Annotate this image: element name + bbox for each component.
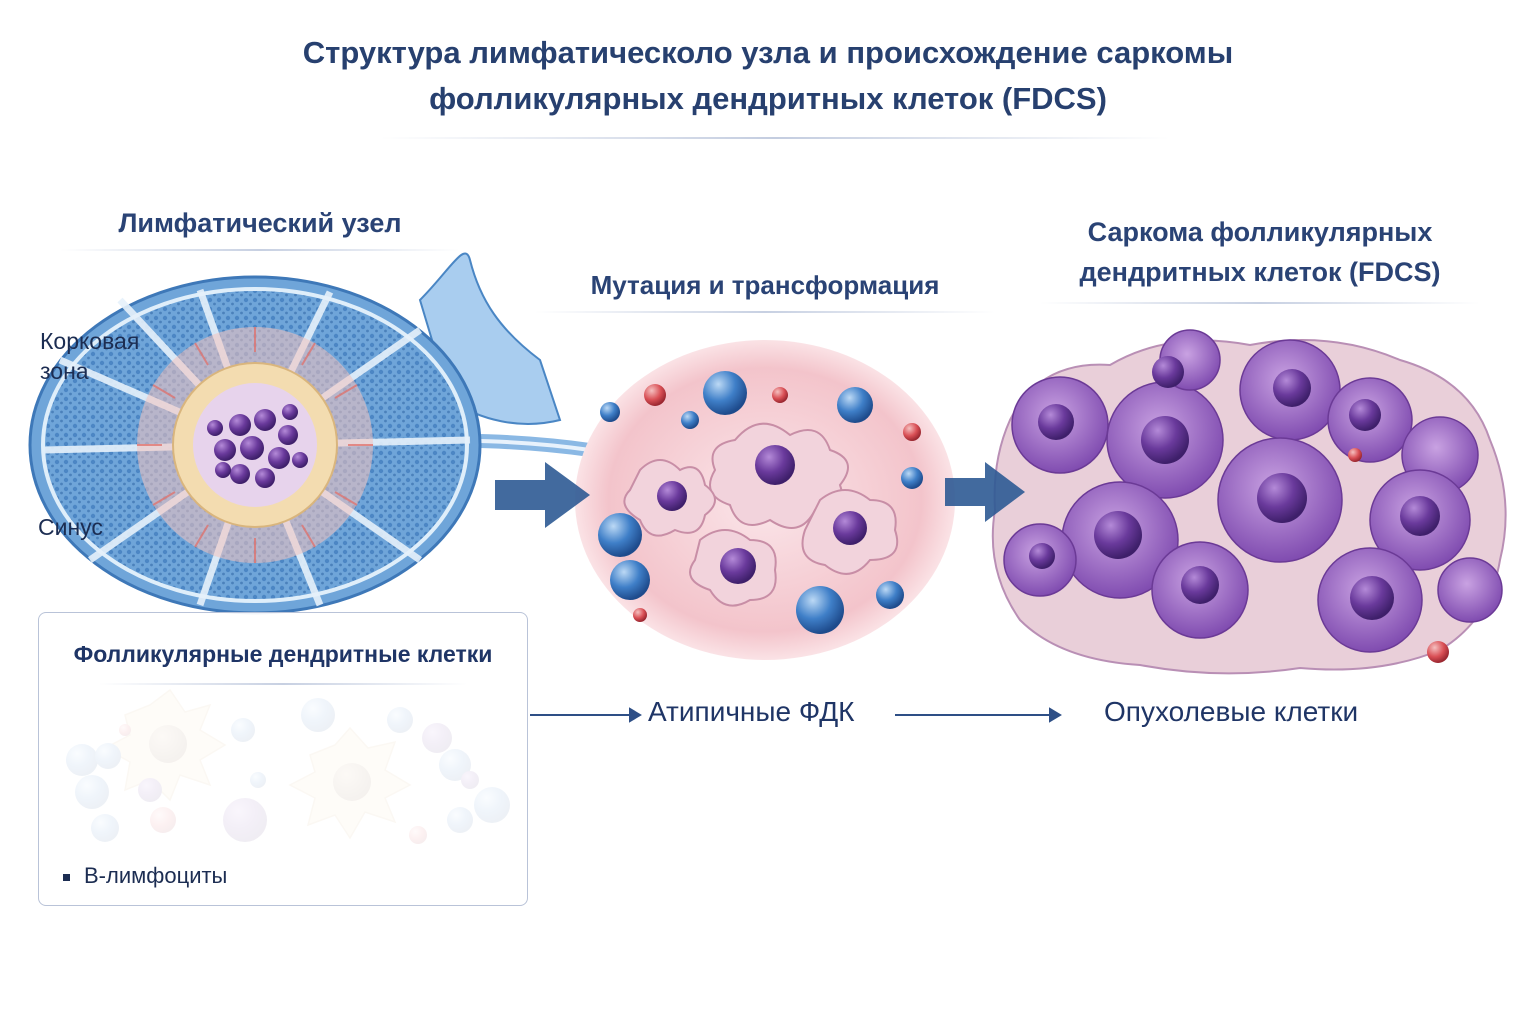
atypical-fdc-label: Атипичные ФДК bbox=[648, 696, 855, 727]
bullet-icon bbox=[63, 873, 70, 881]
fdc-box-title: Фолликулярные дендритные клетки bbox=[73, 641, 493, 667]
heading-divider bbox=[1040, 302, 1480, 304]
fdc-inset-box: Фолликулярные дендритные клетки B-лимфоц… bbox=[38, 612, 528, 906]
arrow-right-icon bbox=[495, 462, 1025, 528]
cortex-label: Корковая зона bbox=[40, 328, 140, 384]
heading-fdcs: Саркома фолликулярных дендритных клеток … bbox=[1040, 212, 1480, 304]
sinus-label: Синус bbox=[38, 514, 103, 540]
fdc-box-divider bbox=[99, 683, 467, 685]
title-line-1: Структура лимфатическоло узла и происхож… bbox=[302, 35, 1234, 70]
heading-divider bbox=[535, 311, 995, 313]
tumor-illustration bbox=[991, 329, 1507, 675]
title-line-2: фолликулярных дендритных клеток (FDCS) bbox=[429, 81, 1107, 116]
heading-mutation: Мутация и трансформация bbox=[535, 270, 995, 313]
legend-label: B-лимфоциты bbox=[84, 863, 228, 888]
tumor-cells-label: Опухолевые клетки bbox=[1104, 696, 1359, 727]
title-divider bbox=[380, 137, 1170, 139]
page-title: Структура лимфатическоло узла и происхож… bbox=[0, 30, 1536, 122]
mutation-illustration bbox=[575, 340, 955, 660]
heading-lymph-node: Лимфатический узел bbox=[60, 208, 460, 251]
legend-item: B-лимфоциты bbox=[63, 863, 227, 889]
lymph-node-illustration bbox=[28, 252, 591, 615]
heading-divider bbox=[60, 249, 460, 251]
stage-arrows bbox=[530, 707, 1062, 723]
